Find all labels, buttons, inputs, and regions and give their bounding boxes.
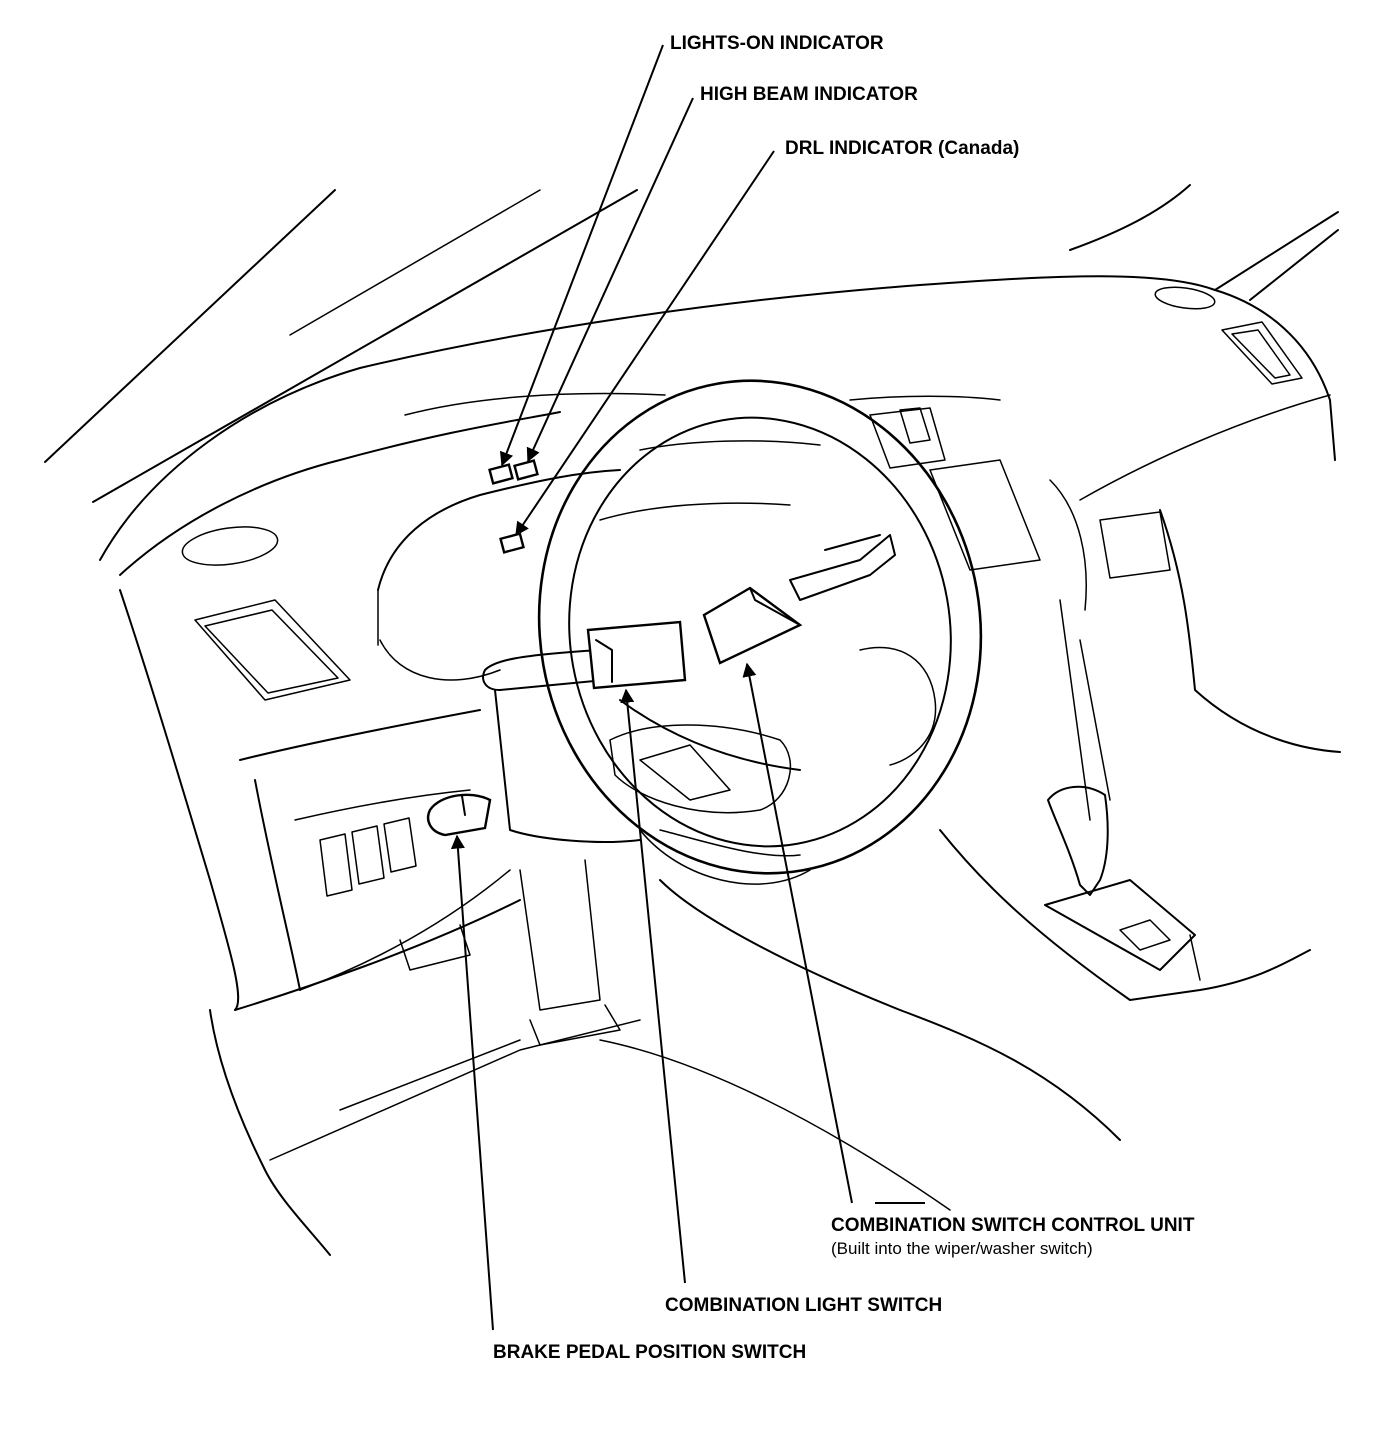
- lights-on-indicator-label: LIGHTS-ON INDICATOR: [670, 33, 884, 54]
- lights-on-indicator-lamp: [488, 463, 514, 485]
- steering-column: [482, 534, 896, 843]
- pedal-area: [399, 859, 1121, 1211]
- high-beam-indicator-label: HIGH BEAM INDICATOR: [700, 84, 918, 105]
- drl-indicator-leader: [515, 150, 775, 537]
- combination-light-switch-label: COMBINATION LIGHT SWITCH: [665, 1295, 942, 1316]
- brake-pedal-position-switch-label: BRAKE PEDAL POSITION SWITCH: [493, 1342, 806, 1363]
- high-beam-indicator-lamp: [513, 459, 539, 481]
- combination-light-switch-box: [586, 620, 687, 690]
- components: [426, 586, 803, 837]
- drl-indicator-label: DRL INDICATOR (Canada): [785, 138, 1019, 159]
- leader-lines: [450, 44, 925, 1331]
- windshield-frame: [44, 184, 1339, 561]
- left-lower-dash: [119, 589, 641, 1256]
- high-beam-indicator-leader: [526, 97, 694, 463]
- callout-labels: LIGHTS-ON INDICATOR HIGH BEAM INDICATOR …: [493, 33, 1195, 1363]
- brake-pedal-position-switch-leader: [450, 834, 494, 1331]
- dashboard-upper: [119, 286, 1336, 576]
- drl-indicator-lamp: [499, 532, 525, 554]
- lights-on-indicator-leader: [499, 44, 664, 467]
- center-stack: [929, 459, 1341, 821]
- combination-switch-control-unit-note: (Built into the wiper/washer switch): [831, 1239, 1093, 1258]
- brake-pedal-position-switch-box: [426, 793, 492, 837]
- combination-switch-control-unit-label: COMBINATION SWITCH CONTROL UNIT: [831, 1215, 1195, 1236]
- combination-switch-control-unit-box: [702, 586, 803, 665]
- indicator-lamps: [488, 459, 539, 554]
- steering-wheel: [537, 379, 983, 885]
- combination-light-switch-leader: [620, 688, 686, 1284]
- instrument-cluster: [377, 395, 1001, 681]
- shift-console: [939, 785, 1311, 1001]
